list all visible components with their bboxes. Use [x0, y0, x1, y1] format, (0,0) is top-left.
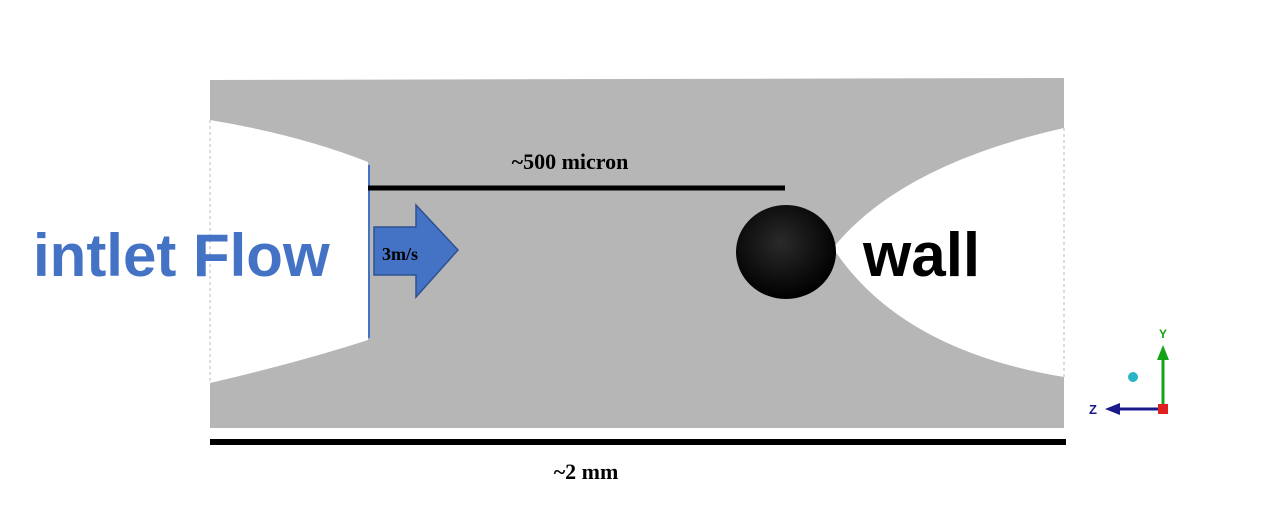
z-axis-label: Z — [1089, 402, 1097, 417]
axis-marker-dot — [1128, 372, 1138, 382]
axis-triad: Y Z — [1089, 327, 1169, 417]
sphere-obstacle — [736, 205, 836, 299]
origin-point — [1158, 404, 1168, 414]
wall-label: wall — [862, 221, 980, 290]
top-dimension-label: ~500 micron — [512, 149, 629, 174]
z-axis-arrowhead — [1105, 403, 1120, 415]
velocity-arrow — [373, 203, 460, 299]
y-axis-label: Y — [1159, 327, 1167, 341]
inlet-flow-label: intlet Flow — [33, 222, 330, 289]
velocity-label: 3m/s — [382, 244, 418, 264]
bottom-dimension-label: ~2 mm — [554, 459, 619, 484]
flow-channel — [210, 78, 1064, 428]
y-axis-arrowhead — [1157, 345, 1169, 360]
